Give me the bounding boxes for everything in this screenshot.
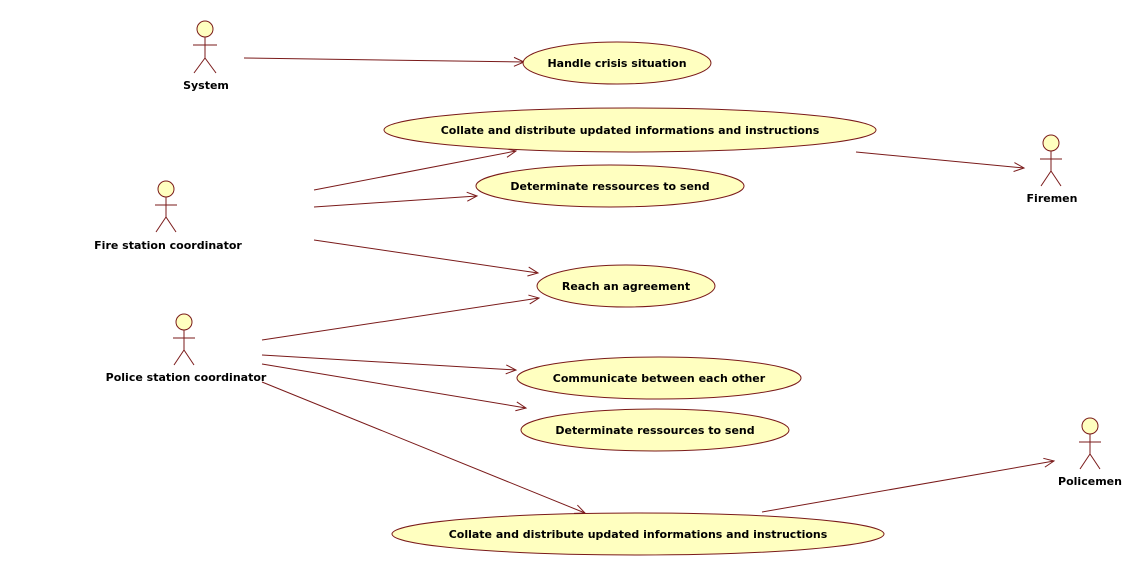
assoc-system-handle-crisis: [243, 56, 526, 67]
actor-label: Fire station coordinator: [94, 239, 242, 252]
actor-firemen[interactable]: Firemen: [1027, 134, 1078, 205]
assoc-police-collate: [261, 381, 587, 514]
use-case-label: Handle crisis situation: [547, 57, 686, 70]
association-line: [261, 354, 517, 371]
association-line: [261, 363, 527, 409]
association-line: [313, 239, 539, 274]
actor-label: Firemen: [1027, 192, 1078, 205]
stick-figure-icon: [1079, 417, 1101, 470]
assoc-fire-reach-agreement: [313, 239, 540, 277]
assoc-fire-determine: [313, 191, 479, 208]
use-case-label: Reach an agreement: [562, 280, 690, 293]
use-case-handle-crisis[interactable]: Handle crisis situation: [522, 41, 712, 85]
association-line: [243, 57, 525, 63]
association-line: [261, 297, 540, 341]
use-case-determine-fire[interactable]: Determinate ressources to send: [475, 164, 745, 208]
use-case-communicate[interactable]: Communicate between each other: [516, 356, 802, 400]
association-line: [313, 195, 478, 208]
arrowhead-icon: [528, 294, 541, 305]
actor-fire-station-coordinator[interactable]: Fire station coordinator: [94, 180, 242, 252]
association-line: [761, 460, 1055, 513]
actor-police-station-coordinator[interactable]: Police station coordinator: [106, 313, 267, 384]
stick-figure-icon: [193, 20, 217, 74]
association-line: [855, 151, 1025, 169]
association-line: [261, 381, 586, 514]
arrowhead-icon: [466, 191, 479, 202]
arrowhead-icon: [505, 364, 518, 375]
arrowhead-icon: [1043, 457, 1056, 468]
stick-figure-icon: [1040, 134, 1062, 187]
use-case-collate-police[interactable]: Collate and distribute updated informati…: [391, 512, 885, 556]
arrowhead-icon: [527, 266, 540, 277]
associations: [243, 56, 1056, 514]
actor-label: Police station coordinator: [106, 371, 267, 384]
stick-figure-icon: [155, 180, 177, 233]
association-line: [313, 150, 517, 191]
use-case-reach-agreement[interactable]: Reach an agreement: [536, 264, 716, 308]
use-case-label: Determinate ressources to send: [510, 180, 709, 193]
assoc-collate-policemen: [761, 457, 1056, 513]
use-case-collate-fire[interactable]: Collate and distribute updated informati…: [383, 107, 877, 153]
assoc-collate-firemen: [855, 151, 1026, 172]
assoc-police-reach-agreement: [261, 294, 541, 341]
actor-label: System: [183, 79, 229, 92]
use-case-label: Determinate ressources to send: [555, 424, 754, 437]
actor-label: Policemen: [1058, 475, 1122, 488]
actor-policemen[interactable]: Policemen: [1058, 417, 1122, 488]
use-case-label: Communicate between each other: [553, 372, 766, 385]
arrowhead-icon: [515, 401, 528, 412]
use-case-label: Collate and distribute updated informati…: [441, 124, 820, 137]
assoc-police-communicate: [261, 354, 518, 375]
use-case-label: Collate and distribute updated informati…: [449, 528, 828, 541]
use-case-determine-police[interactable]: Determinate ressources to send: [520, 408, 790, 452]
assoc-police-determine: [261, 363, 528, 412]
actor-system[interactable]: System: [183, 20, 229, 92]
stick-figure-icon: [173, 313, 195, 366]
arrowhead-icon: [1013, 162, 1026, 172]
